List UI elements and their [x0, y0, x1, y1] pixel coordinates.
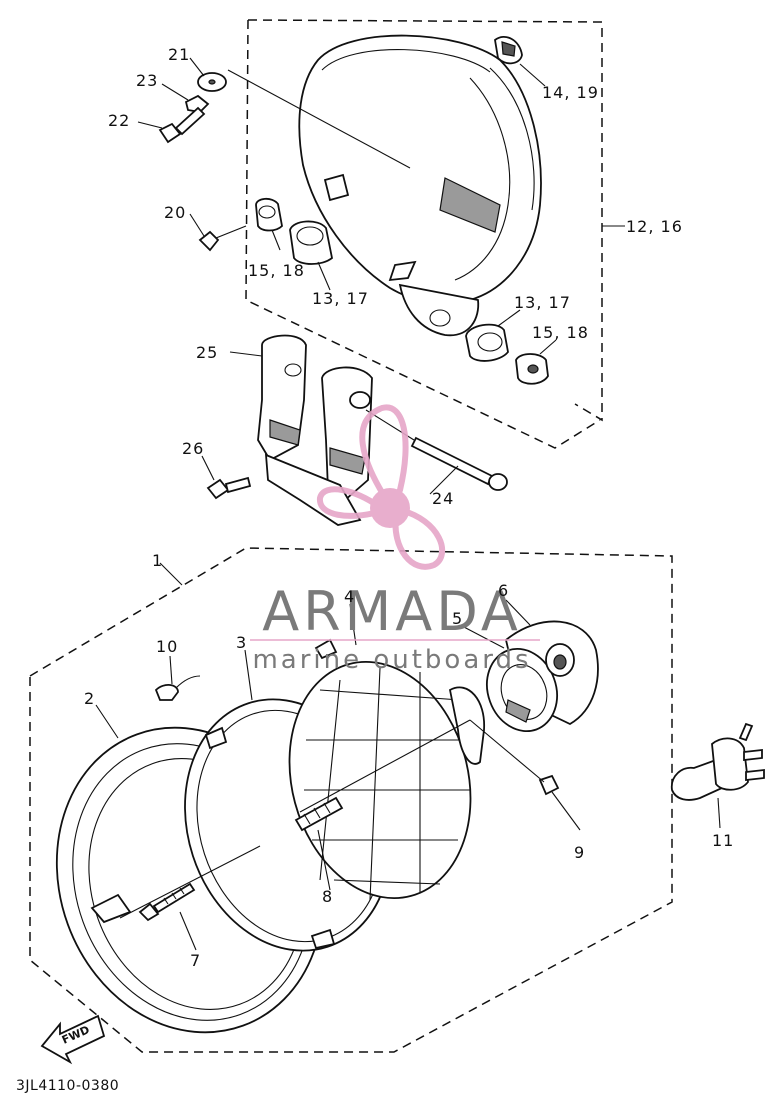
armada-watermark: ARMADA marine outboards: [250, 404, 540, 675]
headlight-housing: [298, 34, 542, 337]
upper-leader-lines: [137, 57, 625, 495]
callout-26: 26: [182, 439, 204, 458]
callout-14-19: 14, 19: [542, 83, 599, 102]
headlight-bracket: [206, 334, 508, 526]
lower-leader-lines: [95, 562, 721, 951]
callout-11: 11: [712, 831, 734, 850]
callout-8: 8: [322, 887, 333, 906]
callout-5: 5: [452, 609, 463, 628]
callout-3: 3: [236, 633, 247, 652]
callout-2: 2: [84, 689, 95, 708]
callout-15-18-right: 15, 18: [532, 323, 589, 342]
callout-1: 1: [152, 551, 163, 570]
drawing-code: 3JL4110-0380: [16, 1078, 119, 1094]
callout-23: 23: [136, 71, 158, 90]
headlight-bulb: [670, 722, 765, 801]
propeller-logo-icon: [317, 404, 446, 570]
callout-4: 4: [344, 587, 355, 606]
callout-6: 6: [498, 581, 509, 600]
upper-small-parts: [158, 72, 549, 385]
callout-20: 20: [164, 203, 186, 222]
headlight-lens-unit: [288, 638, 485, 901]
fwd-arrow: FWD: [40, 1014, 106, 1065]
callout-15-18-left: 15, 18: [248, 261, 305, 280]
callout-22: 22: [108, 111, 130, 130]
watermark-brand: ARMADA: [262, 580, 522, 643]
callout-9: 9: [574, 843, 585, 862]
callout-10: 10: [156, 637, 178, 656]
callout-12-16: 12, 16: [626, 217, 683, 236]
upper-assembly-outline: [245, 19, 603, 449]
lower-small-parts: [138, 675, 560, 922]
callout-7: 7: [190, 951, 201, 970]
socket-cover-and-boot: [486, 620, 599, 733]
callout-21: 21: [168, 45, 190, 64]
lower-assembly-outline: [29, 547, 673, 1053]
callout-24: 24: [432, 489, 454, 508]
watermark-tagline: marine outboards: [252, 645, 531, 675]
callout-labels: 21 23 22 14, 19 20 12, 16 15, 18 13, 17 …: [84, 45, 734, 970]
callout-25: 25: [196, 343, 218, 362]
callout-13-17-left: 13, 17: [312, 289, 369, 308]
callout-13-17-right: 13, 17: [514, 293, 571, 312]
